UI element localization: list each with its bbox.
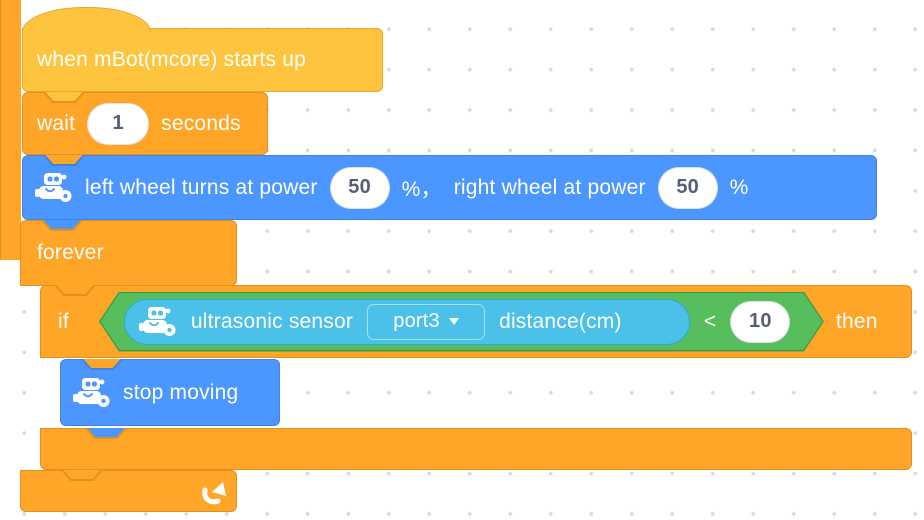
if-label: if [58,309,69,333]
wait-suffix-label: seconds [161,111,241,135]
less-than-operator: < [703,309,717,333]
forever-label: forever [37,241,104,264]
threshold-input[interactable]: 10 [730,301,790,343]
stop-moving-block[interactable]: stop moving [60,359,280,426]
notch-bump [62,470,102,481]
mbot-icon [73,377,110,407]
notch-bump [55,285,95,296]
port-dropdown[interactable]: port3 [367,304,485,340]
sensor-reading-label: distance(cm) [499,309,622,333]
ultrasonic-sensor-reporter[interactable]: ultrasonic sensor port3 distance(cm) [124,299,690,345]
forever-bottom-bar [20,470,237,512]
left-power-input[interactable]: 50 [329,166,390,209]
wait-seconds-input[interactable]: 1 [87,102,150,145]
if-bottom-bar [40,428,912,470]
notch-bump [42,220,82,231]
dropdown-caret-icon [449,318,459,325]
wheel-power-block[interactable]: left wheel turns at power 50 %， right wh… [22,155,877,220]
notch-bump [86,428,126,439]
hat-dome [21,7,151,32]
if-block[interactable]: if ultrasonic sensor [40,285,912,358]
hat-block-when-mbot-starts[interactable]: when mBot(mcore) starts up [21,7,383,92]
then-label: then [835,309,878,333]
right-power-input[interactable]: 50 [657,166,718,209]
motor-label-4: % [729,175,749,199]
condition-hexagon[interactable]: ultrasonic sensor port3 distance(cm) < 1… [99,292,824,352]
forever-block[interactable]: forever [20,220,237,286]
mbot-icon [139,306,177,338]
motor-label-1: left wheel turns at power [85,175,318,199]
loop-arrow-icon [199,481,231,513]
hat-label: when mBot(mcore) starts up [37,48,306,71]
notch-bump [82,359,122,370]
mbot-icon [35,172,72,202]
port-dropdown-value: port3 [393,310,440,332]
wait-label: wait [37,111,76,135]
sensor-label: ultrasonic sensor [190,309,354,333]
stop-moving-label: stop moving [123,380,239,404]
notch-bump [44,92,84,103]
wait-block[interactable]: wait 1 seconds [22,92,268,155]
motor-label-2: %， [401,177,442,201]
forever-left-arm [0,0,21,187]
notch-bump [44,155,84,166]
motor-label-3: right wheel at power [453,175,646,199]
if-left-arm [0,187,21,260]
